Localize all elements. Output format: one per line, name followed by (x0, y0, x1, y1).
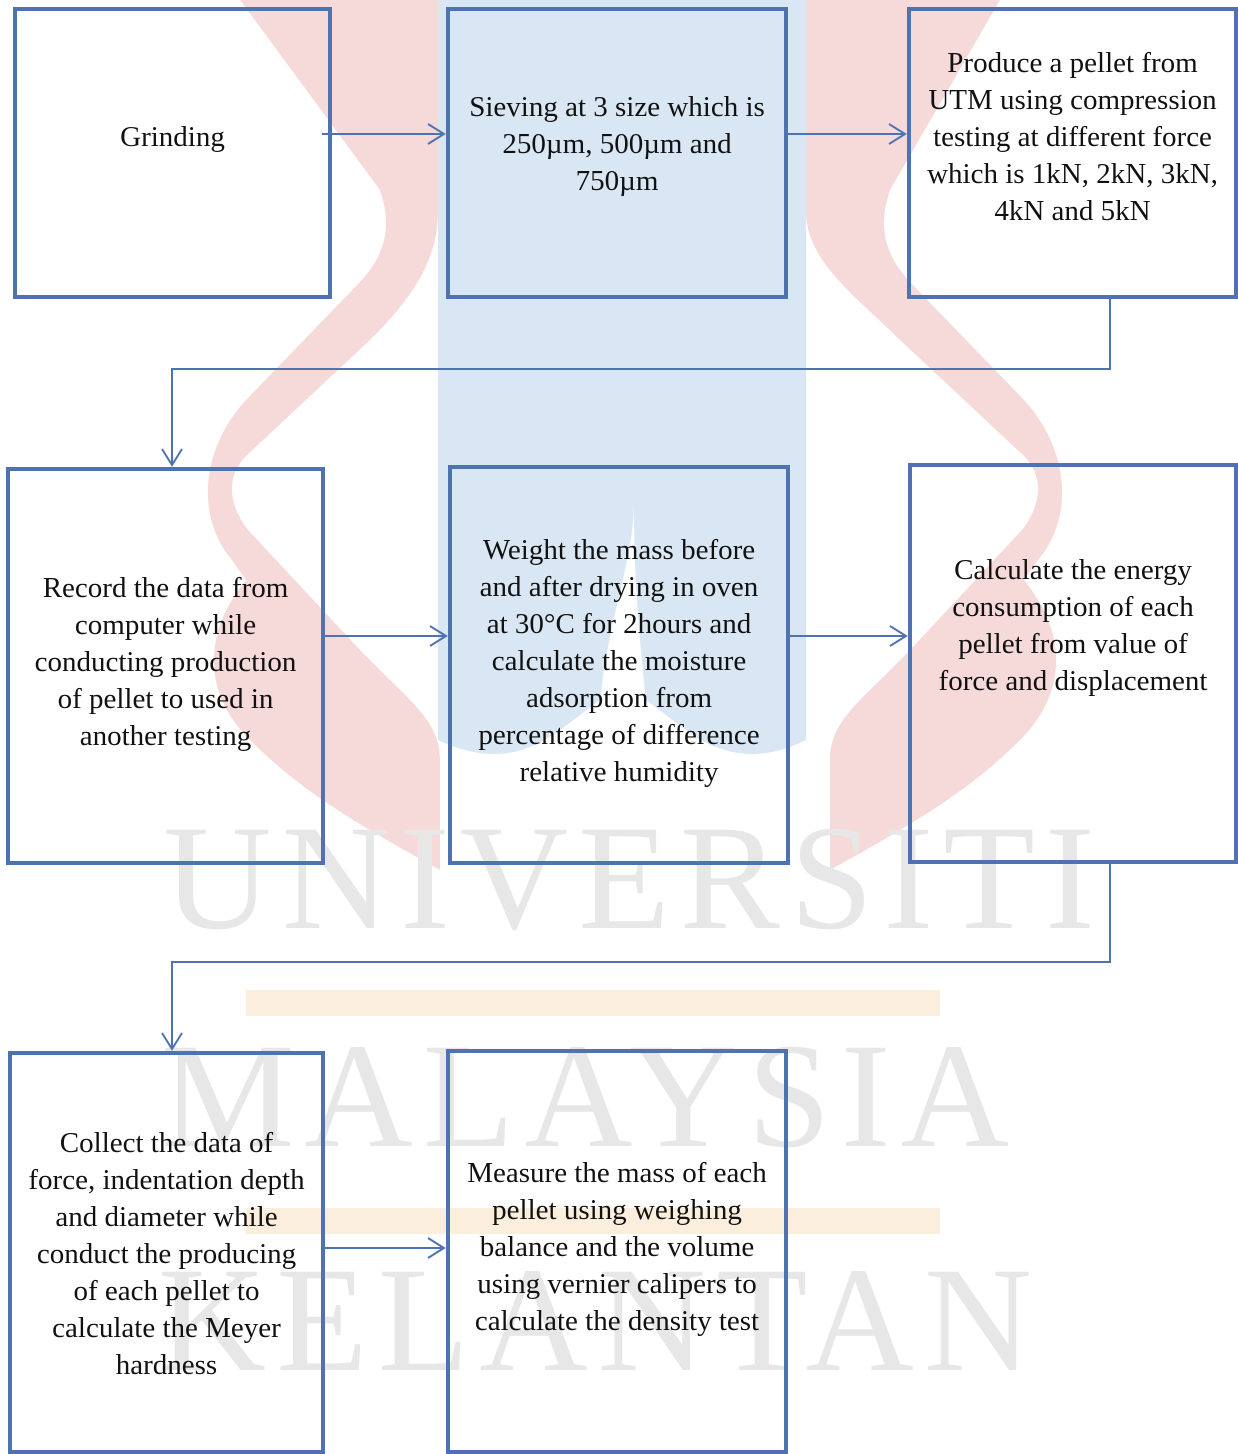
arrowhead-energy-to-meyer (161, 1032, 183, 1051)
watermark-text-malaysia: MALAYSIA (161, 1013, 1019, 1179)
connector-pellet-to-record (171, 299, 1111, 465)
step-record-data-text: Record the data from computer while cond… (34, 571, 297, 752)
step-record-data: Record the data from computer while cond… (6, 467, 325, 865)
arrowhead-grinding-to-sieving (427, 123, 446, 145)
step-density-test: Measure the mass of each pellet using we… (446, 1049, 788, 1454)
connector-energy-to-meyer (171, 864, 1111, 1049)
university-logo-watermark (207, 0, 1063, 870)
step-energy-consumption-text: Calculate the energy consumption of each… (938, 553, 1208, 697)
step-density-test-text: Measure the mass of each pellet using we… (467, 1157, 767, 1337)
logo-blue-shape (438, 0, 806, 754)
arrowhead-sieving-to-pellet (888, 123, 907, 145)
arrowhead-pellet-to-record (161, 448, 183, 467)
step-grinding: Grinding (13, 7, 332, 299)
step-sieving-text: Sieving at 3 size which is 250µm, 500µm … (469, 90, 765, 197)
step-produce-pellet-text: Produce a pellet from UTM using compress… (927, 46, 1218, 227)
watermark-bar-top (246, 990, 940, 1016)
logo-red-shape (207, 0, 1063, 870)
arrowhead-weight-to-energy (889, 625, 908, 647)
watermark-text-kelantan: KELANTAN (158, 1237, 1043, 1403)
step-grinding-text: Grinding (120, 120, 225, 153)
arrowhead-record-to-weight (429, 625, 448, 647)
step-energy-consumption: Calculate the energy consumption of each… (908, 463, 1238, 864)
step-weight-mass: Weight the mass before and after drying … (448, 465, 790, 865)
watermark-text-universiti: UNIVERSITI (163, 795, 1105, 961)
step-meyer-hardness-text: Collect the data of force, indentation d… (28, 1127, 305, 1381)
arrowhead-meyer-to-density (427, 1237, 446, 1259)
step-sieving: Sieving at 3 size which is 250µm, 500µm … (446, 7, 788, 299)
step-weight-mass-text: Weight the mass before and after drying … (478, 533, 760, 788)
step-meyer-hardness: Collect the data of force, indentation d… (8, 1051, 325, 1454)
step-produce-pellet: Produce a pellet from UTM using compress… (907, 7, 1238, 299)
watermark-bar-bottom (246, 1208, 940, 1234)
